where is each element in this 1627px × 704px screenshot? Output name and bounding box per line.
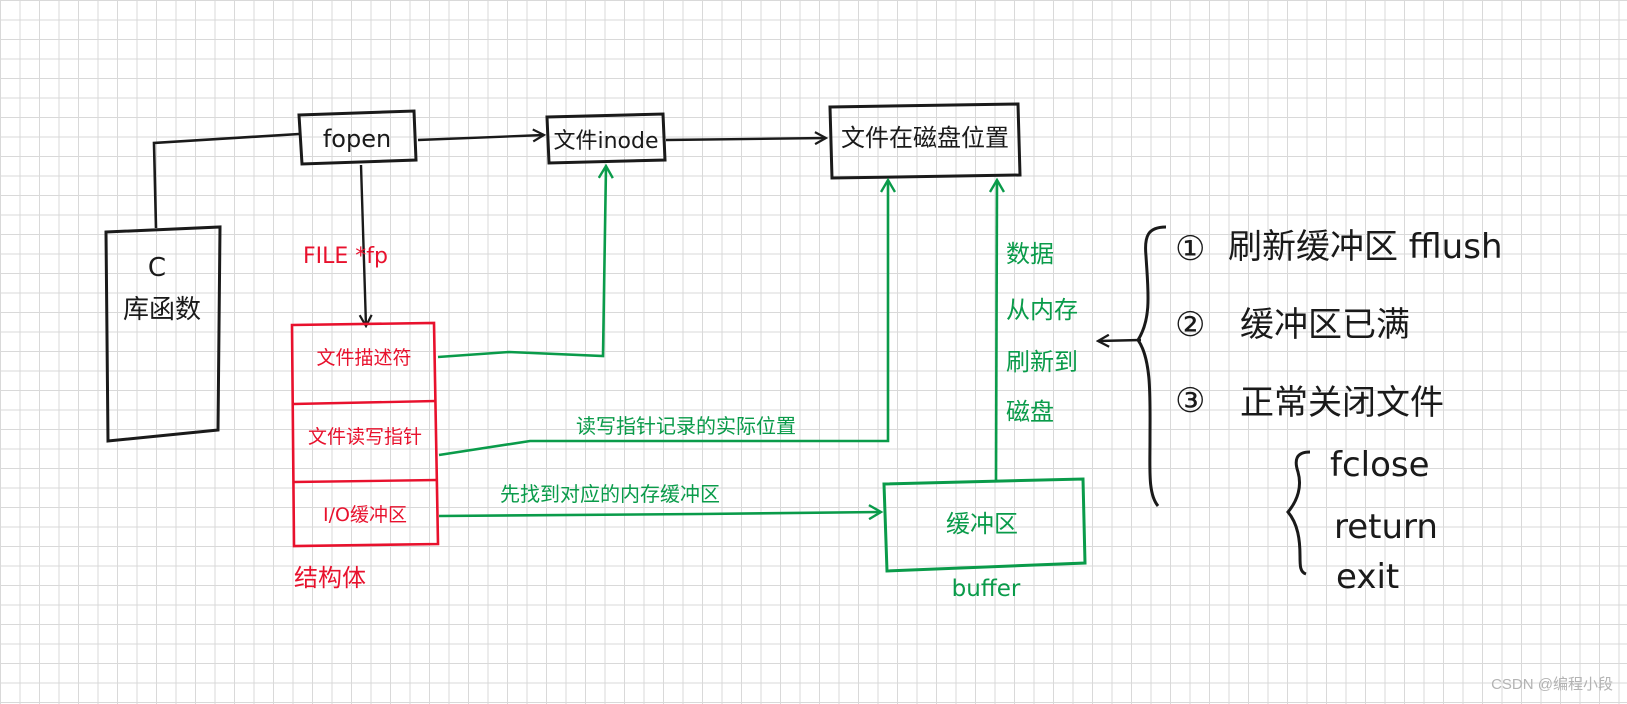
flush-label-line-1: 数据 [1006,240,1054,268]
buffer-lookup-edge-label: 先找到对应的内存缓冲区 [500,482,720,506]
c-library-box: C 库函数 [104,225,222,443]
fopen-to-inode-arrow [417,135,544,140]
condition-3-text: 正常关闭文件 [1240,383,1444,423]
close-methods-brace [1286,450,1311,576]
buffer-box: 缓冲区 [882,477,1087,573]
rw-pointer-edge-label: 读写指针记录的实际位置 [576,414,796,438]
buffer-to-disk-arrow [996,180,997,482]
close-method-fclose: fclose [1330,445,1430,485]
file-struct: 文件描述符 文件读写指针 I/O缓冲区 [290,321,440,548]
condition-item-2: ② 缓冲区已满 [1175,305,1410,345]
struct-caption: 结构体 [294,564,366,592]
fopen-label: fopen [323,125,391,153]
disk-location-label: 文件在磁盘位置 [841,124,1009,152]
inode-label: 文件inode [553,129,658,154]
flush-label-line-2: 从内存 [1006,296,1078,324]
condition-2-number: ② [1175,305,1205,345]
inode-box: 文件inode [545,112,667,165]
flush-label-line-4: 磁盘 [1006,398,1054,426]
condition-2-text: 缓冲区已满 [1240,305,1410,345]
struct-field-rw-pointer: 文件读写指针 [308,426,422,448]
conditions-to-flush-arrow [1098,340,1142,341]
fd-to-inode-arrow [437,166,606,359]
c-library-to-fopen-line [152,132,300,229]
file-pointer-label: FILE *fp [303,244,388,269]
fopen-box: fopen [297,109,418,166]
flush-label-line-3: 刷新到 [1006,348,1078,376]
close-method-exit: exit [1336,557,1399,597]
condition-item-1: ① 刷新缓冲区 fflush [1175,227,1503,269]
conditions-brace [1136,225,1167,507]
buffer-caption: buffer [952,576,1021,602]
struct-field-fd: 文件描述符 [316,347,411,369]
buffer-box-label: 缓冲区 [946,510,1018,538]
close-method-return: return [1334,507,1438,547]
struct-field-io-buffer: I/O缓冲区 [323,504,407,526]
rw-pointer-to-disk-arrow [438,180,888,457]
flush-edge-label: 数据 从内存 刷新到 磁盘 [1006,240,1078,426]
inode-to-disk-arrow [665,138,826,140]
io-buffer-to-buffer-arrow [438,512,881,516]
disk-location-box: 文件在磁盘位置 [828,102,1022,180]
condition-3-number: ③ [1175,381,1205,421]
fopen-to-struct-arrow [361,164,366,326]
condition-item-3: ③ 正常关闭文件 [1175,381,1444,423]
c-library-label-1: C [148,253,166,283]
watermark: CSDN @编程小段 [1491,676,1613,693]
condition-1-number: ① [1175,229,1205,269]
condition-1-text: 刷新缓冲区 fflush [1228,227,1503,267]
c-library-label-2: 库函数 [123,295,201,325]
